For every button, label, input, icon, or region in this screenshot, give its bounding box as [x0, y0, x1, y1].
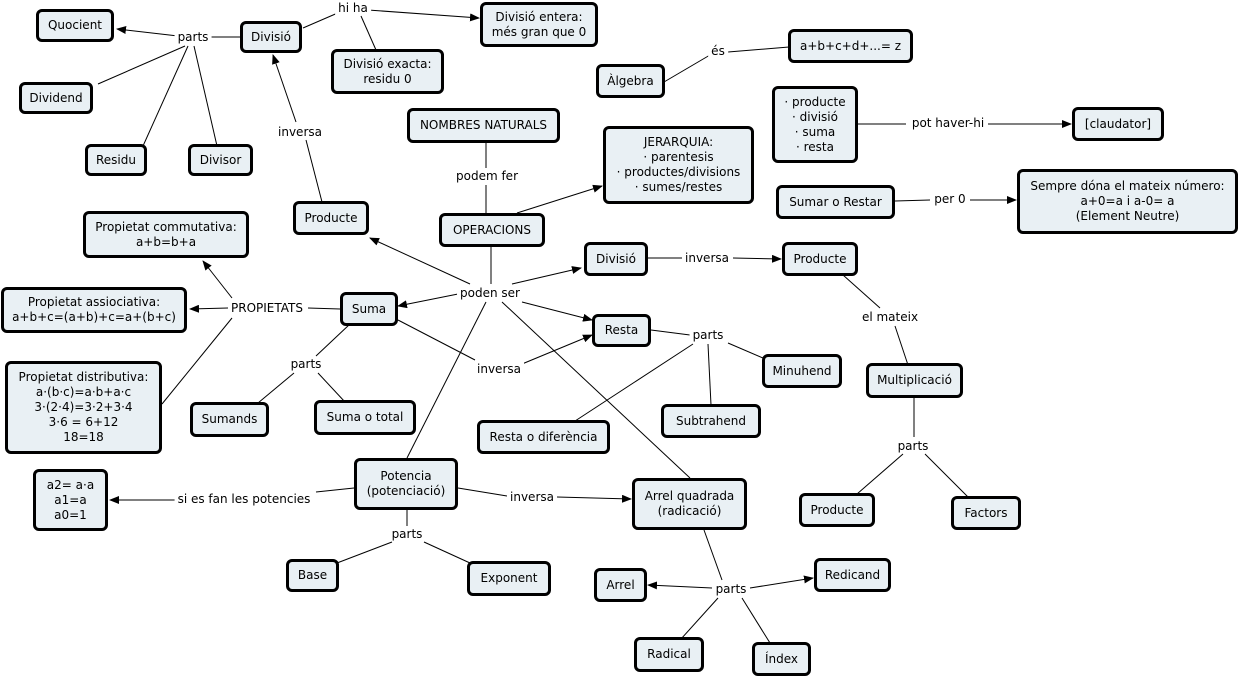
node-divisio-mid[interactable]: Divisió	[584, 242, 648, 276]
node-prop-commutativa[interactable]: Propietat commutativa: a+b=b+a	[83, 211, 249, 258]
label-inversa-divisio: inversa	[682, 251, 732, 265]
label-per-0: per 0	[931, 192, 969, 206]
label-hi-ha: hi ha	[335, 1, 371, 15]
node-prop-distributiva[interactable]: Propietat distributiva: a·(b·c)=a·b+a·c …	[5, 361, 162, 454]
label-parts-arrel: parts	[712, 582, 750, 596]
node-dividend[interactable]: Dividend	[19, 82, 93, 114]
label-si-es-fan: si es fan les potencies	[174, 492, 314, 506]
label-parts-resta: parts	[689, 328, 727, 342]
node-divisio-top[interactable]: Divisió	[240, 21, 302, 53]
node-suma[interactable]: Suma	[340, 292, 398, 326]
label-parts-multiplicacio: parts	[894, 439, 932, 453]
node-element-neutre[interactable]: Sempre dóna el mateix número: a+0=a i a-…	[1017, 169, 1238, 234]
node-producte-bottom[interactable]: Producte	[799, 493, 875, 527]
node-quocient[interactable]: Quocient	[36, 9, 114, 42]
label-inversa-potencia: inversa	[507, 490, 557, 504]
label-pot-haver-hi: pot haver-hi	[908, 116, 988, 130]
node-algebra[interactable]: Àlgebra	[596, 64, 665, 98]
node-suma-total[interactable]: Suma o total	[314, 400, 416, 435]
node-ops-list[interactable]: · producte · divisió · suma · resta	[772, 86, 858, 163]
node-residu[interactable]: Residu	[85, 144, 147, 176]
node-operacions[interactable]: OPERACIONS	[439, 213, 545, 247]
label-parts-potencia: parts	[388, 527, 426, 541]
node-claudator[interactable]: [claudator]	[1072, 107, 1164, 141]
label-propietats: PROPIETATS	[228, 301, 306, 315]
label-poden-ser: poden ser	[457, 286, 523, 300]
label-el-mateix: el mateix	[858, 310, 922, 324]
node-producte-left[interactable]: Producte	[293, 201, 369, 235]
node-subtrahend[interactable]: Subtrahend	[661, 404, 761, 438]
node-arrel[interactable]: Arrel	[594, 568, 647, 602]
node-potencia[interactable]: Potencia (potenciació)	[354, 458, 458, 510]
node-minuhend[interactable]: Minuhend	[762, 354, 842, 388]
node-radical[interactable]: Radical	[634, 637, 704, 672]
node-resta[interactable]: Resta	[592, 314, 651, 347]
node-producte-mid[interactable]: Producte	[782, 242, 858, 276]
label-podem-fer: podem fer	[452, 169, 522, 183]
label-inversa-producte: inversa	[275, 125, 325, 139]
node-redicand[interactable]: Redicand	[814, 558, 891, 592]
node-arrel-quadrada[interactable]: Arrel quadrada (radicació)	[632, 478, 747, 530]
node-divisio-exacta[interactable]: Divisió exacta: residu 0	[331, 49, 444, 94]
node-jerarquia[interactable]: JERARQUIA: · parentesis · productes/divi…	[603, 126, 754, 204]
label-parts-suma: parts	[287, 357, 325, 371]
node-base[interactable]: Base	[286, 559, 339, 592]
node-algebra-formula[interactable]: a+b+c+d+...= z	[788, 29, 913, 63]
node-sumar-restar[interactable]: Sumar o Restar	[776, 185, 895, 219]
node-divisor[interactable]: Divisor	[188, 144, 253, 176]
label-inversa-resta: inversa	[474, 362, 524, 376]
node-prop-associativa[interactable]: Propietat assiociativa: a+b+c=(a+b)+c=a+…	[1, 287, 187, 333]
node-exponent[interactable]: Exponent	[467, 561, 551, 596]
node-potencies-vals[interactable]: a2= a·a a1=a a0=1	[33, 469, 108, 531]
node-nombres-naturals[interactable]: NOMBRES NATURALS	[407, 108, 560, 143]
node-divisio-entera[interactable]: Divisió entera: més gran que 0	[480, 2, 598, 47]
label-es: és	[708, 44, 728, 58]
node-multiplicacio[interactable]: Multiplicació	[866, 363, 963, 398]
node-sumands[interactable]: Sumands	[190, 402, 269, 437]
node-resta-diferencia[interactable]: Resta o diferència	[477, 420, 610, 454]
node-index[interactable]: Índex	[752, 642, 811, 676]
node-factors[interactable]: Factors	[951, 496, 1021, 530]
label-parts-division: parts	[174, 30, 212, 44]
